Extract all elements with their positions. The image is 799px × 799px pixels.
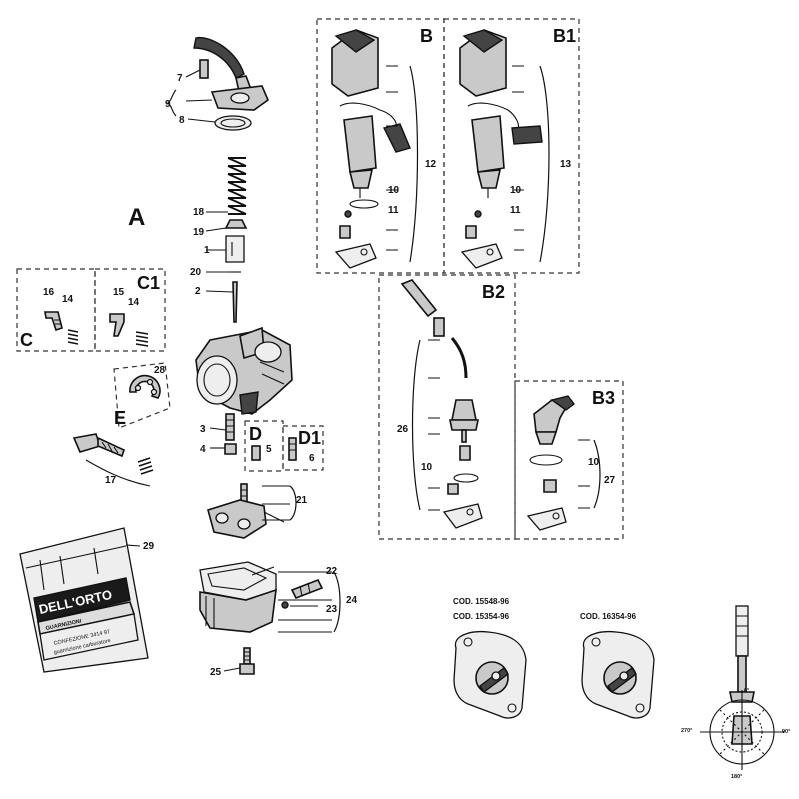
b-group-ticks [386, 65, 590, 511]
code-labels: COD. 15548-96 COD. 15354-96 COD. 16354-9… [453, 597, 637, 621]
jets [224, 413, 297, 461]
carburetor-body [195, 326, 293, 415]
part-number: 26 [397, 424, 409, 435]
code-label: COD. 16354-96 [580, 612, 637, 621]
code-label: COD. 15354-96 [453, 612, 510, 621]
part-number: 10 [421, 462, 433, 473]
part-number: 11 [388, 205, 399, 216]
angle-label-right: 90° [782, 729, 790, 735]
choke-b [331, 29, 411, 269]
box-d1 [282, 425, 324, 471]
idle-screw-17 [72, 433, 154, 487]
choke-b2 [400, 279, 483, 529]
part-number: 10 [510, 185, 522, 196]
gasket-bag [19, 527, 149, 673]
part-number: 15 [113, 287, 125, 298]
part-number: 6 [309, 453, 315, 464]
part-number: 9 [165, 99, 171, 110]
part-number: 25 [210, 667, 222, 678]
part-number: 4 [200, 444, 206, 455]
part-number: 21 [296, 495, 308, 506]
screw-25 [239, 647, 255, 675]
angle-label-bottom: 180° [731, 774, 742, 780]
box-b2 [378, 274, 516, 540]
box-b3 [514, 380, 624, 540]
label-e: E [114, 408, 126, 428]
braces [167, 65, 601, 633]
float [207, 483, 285, 539]
part-number: 7 [177, 73, 183, 84]
part-number: 13 [560, 159, 572, 170]
part-number: 14 [62, 294, 74, 305]
angle-label-left: 270° [681, 728, 692, 734]
angle-diagram [700, 605, 784, 770]
section-c-parts [44, 311, 79, 345]
label-b2: B2 [482, 282, 505, 302]
part-number: 2 [195, 286, 201, 297]
part-number: 8 [179, 115, 185, 126]
code-label: COD. 15548-96 [453, 597, 510, 606]
part-number: 28 [154, 365, 166, 376]
part-number-group: 1 2 3 4 5 6 7 8 9 10 10 10 10 11 11 12 1… [43, 73, 616, 678]
part-number: 10 [388, 185, 400, 196]
section-boxes [16, 18, 624, 540]
angle-labels: 0° 270° 90° 180° [681, 688, 790, 780]
part-number: 29 [143, 541, 155, 552]
part-number: 19 [193, 227, 205, 238]
section-e-clip [129, 374, 161, 399]
part-number: 20 [190, 267, 202, 278]
part-number: 22 [326, 566, 338, 577]
label-b3: B3 [592, 388, 615, 408]
section-label-group: A B B1 B2 B3 C C1 D D1 E [20, 26, 615, 448]
label-d1: D1 [298, 428, 321, 448]
part-number: 12 [425, 159, 437, 170]
cover-plate-a [453, 630, 527, 719]
label-a: A [128, 204, 145, 231]
choke-b1 [459, 29, 543, 269]
part-number: 23 [326, 604, 338, 615]
part-number: 3 [200, 424, 206, 435]
cover-plate-b [581, 630, 655, 719]
box-b1 [443, 18, 580, 274]
choke-b3 [526, 395, 575, 531]
slide-spring-needle [224, 157, 248, 323]
part-number: 18 [193, 207, 205, 218]
leader-lines [125, 69, 332, 672]
part-number: 16 [43, 287, 55, 298]
part-number: 1 [204, 245, 210, 256]
label-c: C [20, 330, 33, 350]
label-b1: B1 [553, 26, 576, 46]
part-number: 24 [346, 595, 358, 606]
label-d: D [249, 424, 262, 444]
section-c1-parts [109, 313, 149, 347]
box-c1 [94, 268, 166, 352]
part-number: 17 [105, 475, 117, 486]
throttle-cable-top [193, 36, 269, 131]
box-e [113, 362, 171, 429]
part-number: 10 [588, 457, 600, 468]
angle-label-top: 0° [744, 688, 749, 694]
label-b: B [420, 26, 433, 46]
label-c1: C1 [137, 273, 160, 293]
part-number: 27 [604, 475, 616, 486]
float-bowl [199, 561, 324, 633]
part-number: 5 [266, 444, 272, 455]
part-number: 14 [128, 297, 140, 308]
part-number: 11 [510, 205, 521, 216]
